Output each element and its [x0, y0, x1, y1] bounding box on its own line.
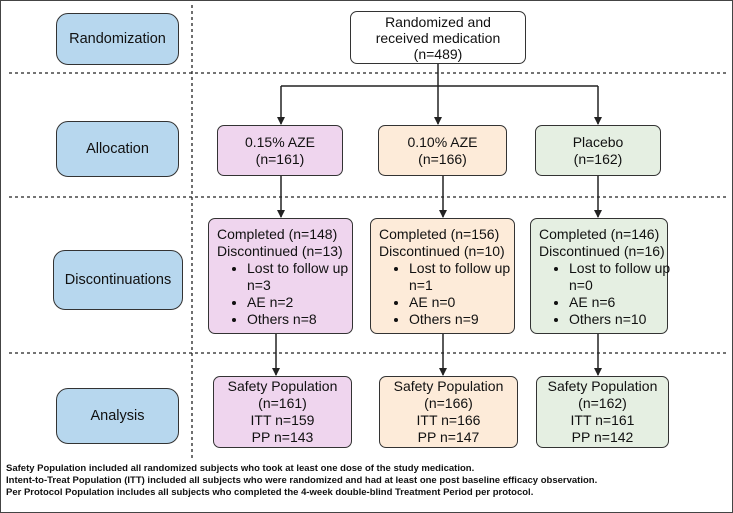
- stage-discontinuations: Discontinuations: [53, 250, 183, 310]
- safety-label: Safety Population: [227, 378, 338, 394]
- safety-label: Safety Population: [393, 378, 504, 394]
- discontinuation-box-arm3: Completed (n=146) Discontinued (n=16) Lo…: [530, 218, 670, 334]
- safety-label: Safety Population: [547, 378, 658, 394]
- footnote: Intent-to-Treat Population (ITT) include…: [6, 475, 598, 486]
- discontinuation-box-arm1: Completed (n=148) Discontinued (n=13) Lo…: [208, 218, 353, 334]
- allocation-name: Placebo: [572, 133, 624, 150]
- completed-text: Completed (n=146): [539, 226, 660, 242]
- footnote: Per Protocol Population includes all sub…: [6, 487, 534, 498]
- discontinued-text: Discontinued (n=10): [379, 243, 505, 259]
- reason-item: Others n=10: [569, 311, 679, 328]
- stage-label: Discontinuations: [64, 272, 172, 288]
- allocation-box-arm1: 0.15% AZE (n=161): [217, 125, 343, 176]
- itt-text: ITT n=161: [570, 412, 635, 428]
- reason-list: Lost to follow up n=3 AE n=2 Others n=8: [217, 260, 357, 328]
- stage-randomization: Randomization: [56, 13, 179, 65]
- footnotes: Safety Population included all randomize…: [6, 463, 597, 499]
- top-line: Randomized and: [385, 13, 491, 30]
- analysis-box-arm1: Safety Population (n=161) ITT n=159 PP n…: [213, 376, 352, 448]
- pp-text: PP n=147: [417, 429, 480, 445]
- analysis-box-arm2: Safety Population (n=166) ITT n=166 PP n…: [379, 376, 518, 448]
- reason-list: Lost to follow up n=1 AE n=0 Others n=9: [379, 260, 519, 328]
- discontinued-text: Discontinued (n=13): [217, 243, 343, 259]
- discontinued-text: Discontinued (n=16): [539, 243, 665, 259]
- itt-text: ITT n=166: [416, 412, 481, 428]
- reason-item: Others n=8: [247, 311, 357, 328]
- reason-item: AE n=0: [409, 294, 519, 311]
- allocation-name: 0.10% AZE: [407, 133, 478, 150]
- stage-label: Randomization: [69, 31, 166, 47]
- stage-label: Allocation: [86, 141, 149, 157]
- analysis-box-arm3: Safety Population (n=162) ITT n=161 PP n…: [536, 376, 669, 448]
- reason-list: Lost to follow up n=0 AE n=6 Others n=10: [539, 260, 679, 328]
- allocation-name: 0.15% AZE: [244, 133, 316, 150]
- safety-n: (n=166): [424, 395, 473, 411]
- safety-n: (n=162): [578, 395, 627, 411]
- reason-item: AE n=2: [247, 294, 357, 311]
- allocation-n: (n=162): [573, 150, 623, 167]
- completed-text: Completed (n=156): [379, 226, 500, 242]
- stage-label: Analysis: [90, 408, 145, 424]
- allocation-box-arm2: 0.10% AZE (n=166): [378, 125, 507, 176]
- allocation-n: (n=166): [418, 150, 467, 167]
- top-line: (n=489): [413, 45, 463, 62]
- allocation-n: (n=161): [255, 150, 305, 167]
- itt-text: ITT n=159: [250, 412, 315, 428]
- reason-item: Lost to follow up n=3: [247, 260, 357, 294]
- reason-item: Lost to follow up n=0: [569, 260, 679, 294]
- reason-item: Others n=9: [409, 311, 519, 328]
- reason-item: Lost to follow up n=1: [409, 260, 519, 294]
- randomized-box: Randomized and received medication (n=48…: [350, 11, 526, 64]
- top-line: received medication: [375, 29, 501, 46]
- pp-text: PP n=142: [571, 429, 634, 445]
- reason-item: AE n=6: [569, 294, 679, 311]
- pp-text: PP n=143: [251, 429, 314, 445]
- footnote: Safety Population included all randomize…: [6, 463, 475, 474]
- allocation-box-arm3: Placebo (n=162): [535, 125, 661, 176]
- stage-allocation: Allocation: [56, 121, 179, 177]
- completed-text: Completed (n=148): [217, 226, 338, 242]
- discontinuation-box-arm2: Completed (n=156) Discontinued (n=10) Lo…: [370, 218, 515, 334]
- safety-n: (n=161): [258, 395, 307, 411]
- stage-analysis: Analysis: [56, 388, 179, 444]
